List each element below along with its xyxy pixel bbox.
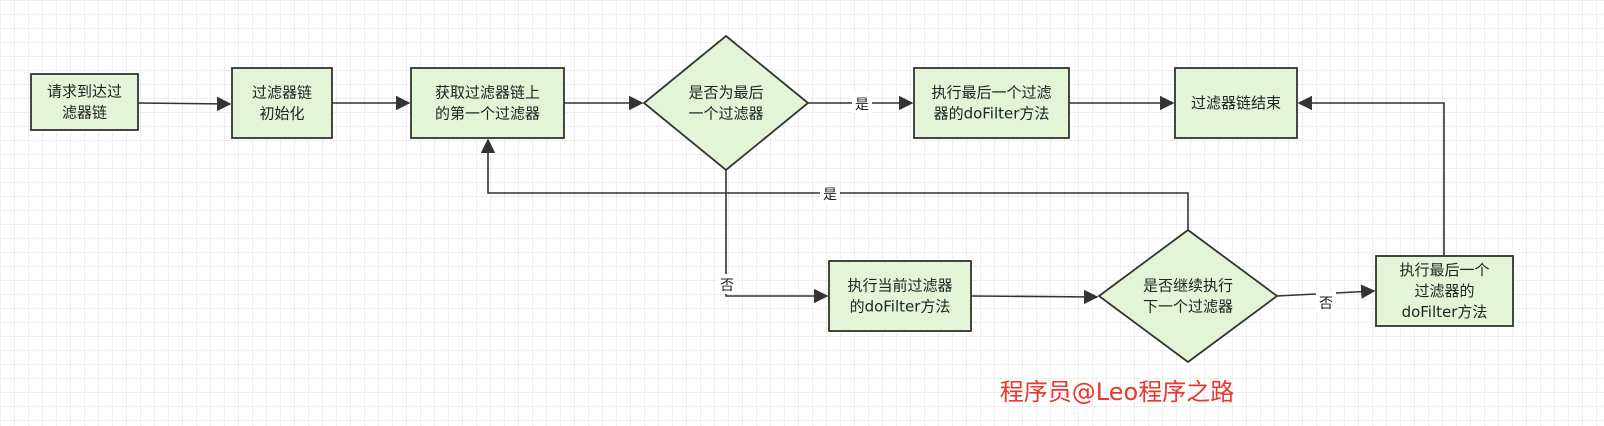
edge-label-bg-continue_yes	[820, 183, 840, 203]
edge-start_to_init	[137, 96, 232, 112]
node-text-first-0: 获取过滤器链上	[435, 84, 540, 102]
edge-label-bg-is_last_yes	[852, 93, 872, 113]
node-text-continue-1: 下一个过滤器	[1143, 298, 1233, 316]
edge-label-is_last_yes: 是	[855, 97, 869, 113]
node-text-exec_current-0: 执行当前过滤器	[847, 277, 952, 295]
edge-continue_no: 否	[1276, 284, 1376, 312]
edge-is_last_yes: 是	[808, 93, 914, 113]
edge-label-is_last_no: 否	[720, 278, 734, 294]
edge-is_last_no: 否	[717, 170, 829, 304]
node-shape-exec_current	[828, 260, 972, 332]
edge-label-bg-continue_no	[1316, 292, 1336, 312]
edge-exec_last_bottom_to_end	[1297, 95, 1445, 256]
edge-label-bg-is_last_no	[717, 274, 737, 294]
node-shape-init	[231, 67, 333, 139]
node-text-init-0: 过滤器链	[252, 84, 312, 102]
node-text-is_last-0: 是否为最后	[688, 84, 763, 102]
node-text-exec_last_top-0: 执行最后一个过滤	[931, 84, 1051, 102]
edge-exec_current_to_continue	[970, 289, 1099, 305]
node-shape-exec_last_bottom	[1375, 255, 1514, 327]
node-text-end-0: 过滤器链结束	[1191, 94, 1281, 112]
node-text-exec_last_top-1: 器的doFilter方法	[934, 105, 1050, 123]
node-shape-exec_last_top	[913, 67, 1070, 139]
edge-line-start_to_init	[137, 96, 232, 112]
edge-line-exec_last_bottom_to_end	[1297, 95, 1445, 256]
node-text-exec_last_bottom-0: 执行最后一个	[1399, 261, 1489, 279]
node-text-init-1: 初始化	[259, 105, 304, 123]
edge-line-exec_current_to_continue	[970, 289, 1099, 305]
node-text-is_last-1: 一个过滤器	[688, 105, 763, 123]
node-shape-start	[30, 73, 139, 131]
edge-label-continue_yes: 是	[823, 187, 837, 203]
edge-label-continue_no: 否	[1319, 296, 1333, 312]
node-shape-is_last	[642, 34, 810, 172]
node-end: 过滤器链结束	[1174, 67, 1298, 139]
nodes-layer: 请求到达过滤器链过滤器链初始化获取过滤器链上的第一个过滤器是否为最后一个过滤器执…	[30, 34, 1514, 364]
watermark-text: 程序员@Leo程序之路	[1000, 378, 1234, 406]
node-shape-end	[1174, 67, 1298, 139]
node-text-exec_last_bottom-2: doFilter方法	[1402, 303, 1488, 321]
node-text-exec_current-1: 的doFilter方法	[850, 298, 951, 316]
node-text-exec_last_bottom-1: 过滤器的	[1414, 282, 1474, 300]
node-text-start-1: 滤器链	[62, 104, 107, 122]
node-text-continue-0: 是否继续执行	[1143, 277, 1233, 295]
node-text-start-0: 请求到达过	[47, 83, 122, 101]
edge-continue_yes: 是	[480, 138, 1189, 230]
edge-line-is_last_no	[725, 170, 829, 304]
node-shape-continue	[1097, 228, 1279, 364]
node-text-first-1: 的第一个过滤器	[435, 105, 540, 123]
edges-layer: 是否 是否	[137, 93, 1445, 312]
node-shape-first	[410, 67, 565, 139]
